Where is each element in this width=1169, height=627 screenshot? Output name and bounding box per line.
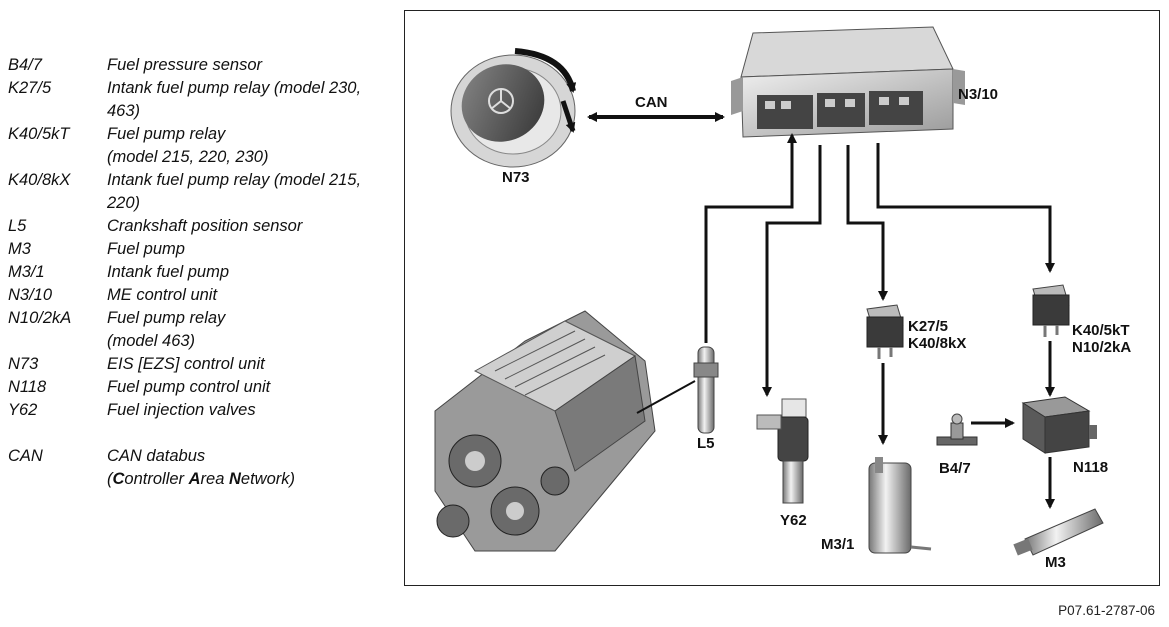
legend-description: EIS [EZS] control unit [107,353,388,376]
legend-description: Fuel pump relay (model 215, 220, 230) [107,123,388,169]
legend-code: CAN [8,447,43,465]
legend-row: K40/5kT Fuel pump relay (model 215, 220, 2… [8,123,388,169]
legend-description-line: (Controller Area Network) [107,468,388,491]
fuel-pressure-sensor-icon [936,413,978,446]
legend-code: M3 [8,240,31,258]
legend-description: Fuel pressure sensor [107,54,388,77]
legend-code: M3/1 [8,263,45,281]
legend-text-part: N [228,470,241,488]
legend-description: Fuel pump control unit [107,376,388,399]
legend-code: N73 [8,355,39,373]
engine-icon [434,310,656,552]
legend-code: N118 [8,378,47,396]
l5-label: L5 [697,435,715,452]
legend-description-line: Intank fuel pump relay (model 230, 463) [107,79,362,120]
legend-code: K40/8kX [8,171,71,189]
legend-description-line: Fuel pump relay [107,125,226,143]
k27-5-label: K27/5 [908,318,948,335]
legend-description-line: (model 215, 220, 230) [107,148,269,166]
legend-description: ME control unit [107,284,388,307]
legend-row: N10/2kA Fuel pump relay (model 463) [8,307,388,353]
n118-label: N118 [1073,459,1108,476]
b4-7-label: B4/7 [939,460,971,477]
legend-description: Crankshaft position sensor [107,215,388,238]
legend-code: L5 [8,217,27,235]
legend-text-part: C [112,470,125,488]
legend-description-line: CAN databus [107,447,206,465]
legend-code: N10/2kA [8,309,72,327]
legend-description-line: Fuel pump control unit [107,378,271,396]
legend-text-part: ( [107,470,113,488]
k40-5kt-label: K40/5kT [1072,322,1130,339]
l5-signal-line [704,133,797,343]
legend-row: K40/8kX Intank fuel pump relay (model 215… [8,169,388,215]
n10-2ka-label: N10/2kA [1072,339,1131,356]
intank-pump-icon [868,457,932,554]
legend-description: Intank fuel pump relay (model 215, 220) [107,169,388,215]
legend-description-line: Intank fuel pump [107,263,229,281]
legend-code: Y62 [8,401,38,419]
legend-description: CAN databus (Controller Area Network) [107,445,388,491]
legend-row: B4/7 Fuel pressure sensor [8,54,388,77]
legend-description: Intank fuel pump relay (model 230, 463) [107,77,388,123]
legend-description-line: ME control unit [107,286,218,304]
k27-5-control-line [846,145,888,301]
k40-8kx-label: K40/8kX [908,335,966,352]
legend-row: K27/5 Intank fuel pump relay (model 230, … [8,77,388,123]
legend-row: L5 Crankshaft position sensor [8,215,388,238]
fuel-injector-icon [756,398,809,504]
legend-row: Y62 Fuel injection valves [8,399,388,422]
legend-text-part: A [188,470,201,488]
fuel-pump-icon [1013,508,1104,556]
crankshaft-sensor-icon [693,346,719,434]
legend-description: Fuel pump relay (model 463) [107,307,388,353]
fuel-pump-relay-icon [1032,284,1070,337]
legend-description: Fuel pump [107,238,388,261]
k40-5kt-control-line [876,143,1055,273]
legend-code: B4/7 [8,56,42,74]
legend-code: K40/5kT [8,125,70,143]
legend-description-line: (model 463) [107,332,196,350]
legend-description-line: Crankshaft position sensor [107,217,303,235]
legend-description: Fuel injection valves [107,399,388,422]
n73-label: N73 [502,169,530,186]
legend-text-part: etwork) [240,470,295,488]
n3-10-label: N3/10 [958,86,998,103]
y62-signal-line [762,145,822,397]
legend-text-part: rea [200,470,229,488]
legend-description-line: Fuel injection valves [107,401,256,419]
legend-row: M3 Fuel pump [8,238,388,261]
legend-description-line: Fuel pump relay [107,309,226,327]
legend-code: N3/10 [8,286,53,304]
legend-description-line: Fuel pump [107,240,185,258]
legend-description-line: EIS [EZS] control unit [107,355,265,373]
m3-1-label: M3/1 [821,536,854,553]
intank-relay-icon [866,304,904,359]
legend-row: N118 Fuel pump control unit [8,376,388,399]
legend-row: N73 EIS [EZS] control unit [8,353,388,376]
legend-row: N3/10 ME control unit [8,284,388,307]
can-label: CAN [635,94,668,111]
legend-description-line: Intank fuel pump relay (model 215, 220) [107,171,362,212]
m3-label: M3 [1045,554,1066,571]
legend-text-part: ontroller [124,470,189,488]
eis-key-icon [450,48,577,168]
legend-description: Intank fuel pump [107,261,388,284]
y62-label: Y62 [780,512,807,529]
figure-reference: P07.61-2787-06 [1058,603,1155,618]
legend-row: M3/1 Intank fuel pump [8,261,388,284]
me-control-unit-icon [731,26,965,138]
fuel-pump-control-unit-icon [1021,396,1097,454]
legend-code: K27/5 [8,79,52,97]
diagram-frame: N3/10 N73 CAN L5 [404,10,1160,586]
legend-description-line: Fuel pressure sensor [107,56,262,74]
engine-pointer [636,380,696,414]
component-diagram: N3/10 N73 CAN L5 [434,26,1131,571]
